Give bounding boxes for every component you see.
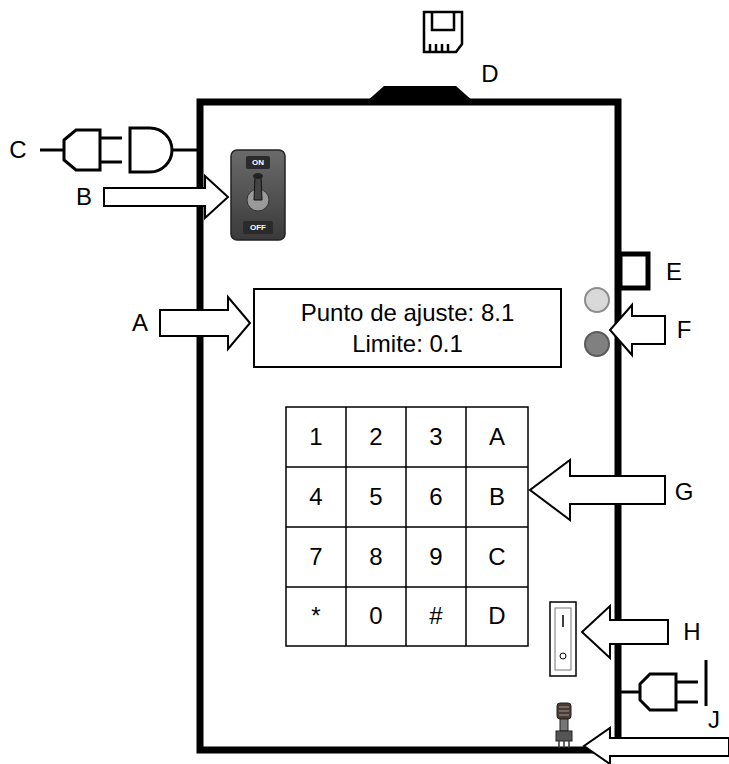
- callout-arrows: [104, 176, 729, 764]
- potentiometer: [556, 703, 572, 748]
- callout-letter: J: [708, 708, 720, 732]
- sd-card: [424, 12, 462, 52]
- keypad-key: D: [488, 604, 505, 628]
- keypad-grid: [286, 407, 528, 646]
- keypad-key: 6: [429, 485, 442, 509]
- power-plug-pair: [40, 128, 198, 172]
- switch-marking: ON: [252, 159, 264, 167]
- toggle-switch: [231, 150, 285, 240]
- keypad-key: 3: [429, 425, 442, 449]
- keypad-key: A: [489, 425, 505, 449]
- callout-letter: A: [132, 311, 148, 335]
- callout-letter: B: [76, 185, 92, 209]
- keypad-key: 8: [369, 545, 382, 569]
- keypad-key: 4: [309, 485, 322, 509]
- display-text: Punto de ajuste: 8.1: [301, 297, 515, 328]
- sd-slot: [366, 86, 474, 102]
- connector-port: [620, 254, 648, 288]
- keypad-key: #: [429, 604, 442, 628]
- keypad-key: 9: [429, 545, 442, 569]
- led-light: [585, 288, 609, 312]
- keypad-key: 2: [369, 425, 382, 449]
- power-plug: [618, 660, 706, 710]
- switch-marking: OFF: [250, 224, 266, 232]
- housing: [200, 102, 618, 750]
- keypad-key: 0: [369, 604, 382, 628]
- callout-letter: C: [9, 138, 26, 162]
- display-text: Limite: 0.1: [352, 328, 463, 359]
- keypad-key: 5: [369, 485, 382, 509]
- display-screen: Punto de ajuste: 8.1Limite: 0.1: [253, 288, 562, 368]
- callout-letter: E: [666, 260, 682, 284]
- keypad-key: 1: [309, 425, 322, 449]
- rocker-switch: [550, 602, 576, 676]
- callout-letter: H: [683, 620, 700, 644]
- keypad-key: *: [311, 604, 320, 628]
- keypad-key: 7: [309, 545, 322, 569]
- callout-letter: F: [677, 318, 692, 342]
- callout-letter: D: [481, 62, 498, 86]
- keypad-key: C: [488, 545, 505, 569]
- keypad-key: B: [489, 485, 505, 509]
- callout-letter: G: [675, 480, 694, 504]
- led-dark: [585, 332, 609, 356]
